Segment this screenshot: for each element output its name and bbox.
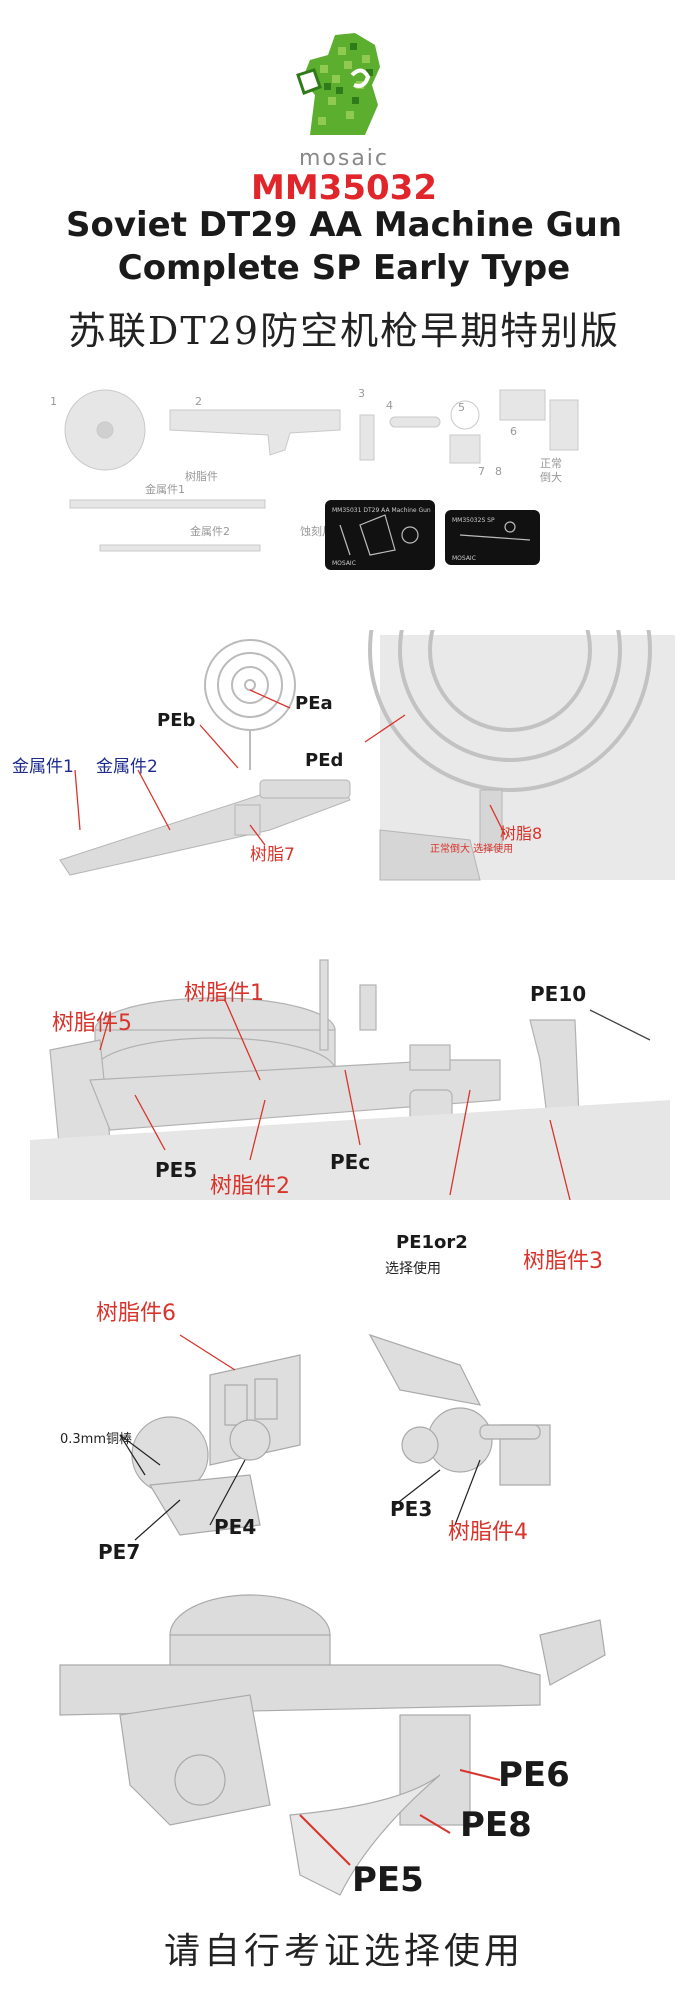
part-num-2: 2 — [195, 395, 202, 408]
section-1-illustration — [10, 508, 680, 885]
label-peb: PEb — [157, 710, 196, 731]
label-metal2: 金属件2 — [190, 524, 230, 538]
label-pe7: PE7 — [98, 1540, 141, 1564]
label-pe3: PE3 — [390, 1497, 433, 1521]
label-pe5-bottom: PE5 — [352, 1860, 424, 1900]
title-line-1: Soviet DT29 AA Machine Gun — [65, 205, 623, 245]
part-num-5: 5 — [458, 401, 465, 414]
product-code: MM35032 — [251, 168, 437, 208]
section-2-illustration — [30, 940, 670, 1201]
label-resin-part-6: 树脂件6 — [96, 1301, 176, 1326]
label-resin-part-1: 树脂件1 — [184, 981, 264, 1006]
label-optional-use: 选择使用 — [385, 1261, 441, 1277]
pe-fret-2-brand: MOSAIC — [452, 555, 476, 562]
section-4-illustration — [40, 1575, 660, 1910]
optional-note: 正常倒大 选择使用 — [430, 844, 514, 855]
parts-sheet: 1 2 3 4 5 6 7 8 树脂件 金属件1 金属件2 蚀刻片 正常 倒大 … — [40, 375, 650, 615]
footer-note: 请自行考证选择使用 — [163, 1931, 524, 1972]
label-metal-part-2: 金属件2 — [96, 757, 158, 777]
pe-fret-1-brand: MOSAIC — [332, 560, 356, 567]
label-resin-8: 树脂8 — [500, 824, 543, 843]
label-pea: PEa — [295, 693, 333, 714]
part-num-3: 3 — [358, 387, 365, 400]
part-num-7: 7 — [478, 465, 485, 478]
title-chinese: 苏联DT29防空机枪早期特别版 — [67, 309, 621, 353]
label-resin: 树脂件 — [185, 469, 218, 483]
label-resin-part-3: 树脂件3 — [523, 1249, 603, 1274]
label-resin-7: 树脂7 — [250, 845, 295, 865]
section-3-illustration — [60, 1295, 620, 1555]
label-pe10: PE10 — [530, 982, 587, 1006]
label-pe4: PE4 — [214, 1515, 257, 1539]
brand-name: mosaic — [298, 146, 390, 171]
pe-fret-2-caption: MM35032S SP — [452, 517, 495, 524]
label-resin-part-2: 树脂件2 — [210, 1174, 290, 1199]
label-pe1or2: PE1or2 — [396, 1232, 468, 1253]
label-pec: PEc — [330, 1150, 371, 1174]
pe-fret-1-caption: MM35031 DT29 AA Machine Gun — [332, 507, 431, 514]
part-num-6: 6 — [510, 425, 517, 438]
label-metal-part-1: 金属件1 — [12, 757, 74, 777]
note-enlarged: 倒大 — [540, 470, 562, 484]
label-pe8: PE8 — [460, 1805, 532, 1845]
part-num-1: 1 — [50, 395, 57, 408]
part-num-8: 8 — [495, 465, 502, 478]
label-resin-part-4: 树脂件4 — [448, 1520, 528, 1545]
note-normal: 正常 — [540, 457, 562, 470]
label-pe6: PE6 — [498, 1755, 570, 1795]
label-ped: PEd — [305, 750, 344, 771]
label-pe: 蚀刻片 — [300, 524, 333, 538]
label-pe5: PE5 — [155, 1158, 198, 1182]
brand-logo — [280, 25, 400, 150]
label-metal1: 金属件1 — [145, 482, 185, 496]
label-resin-part-5: 树脂件5 — [52, 1011, 132, 1036]
part-num-4: 4 — [386, 399, 393, 412]
title-line-2: Complete SP Early Type — [117, 248, 571, 288]
label-copper-rod: 0.3mm铜棒 — [60, 1432, 133, 1447]
pe-fret-1 — [325, 500, 435, 570]
